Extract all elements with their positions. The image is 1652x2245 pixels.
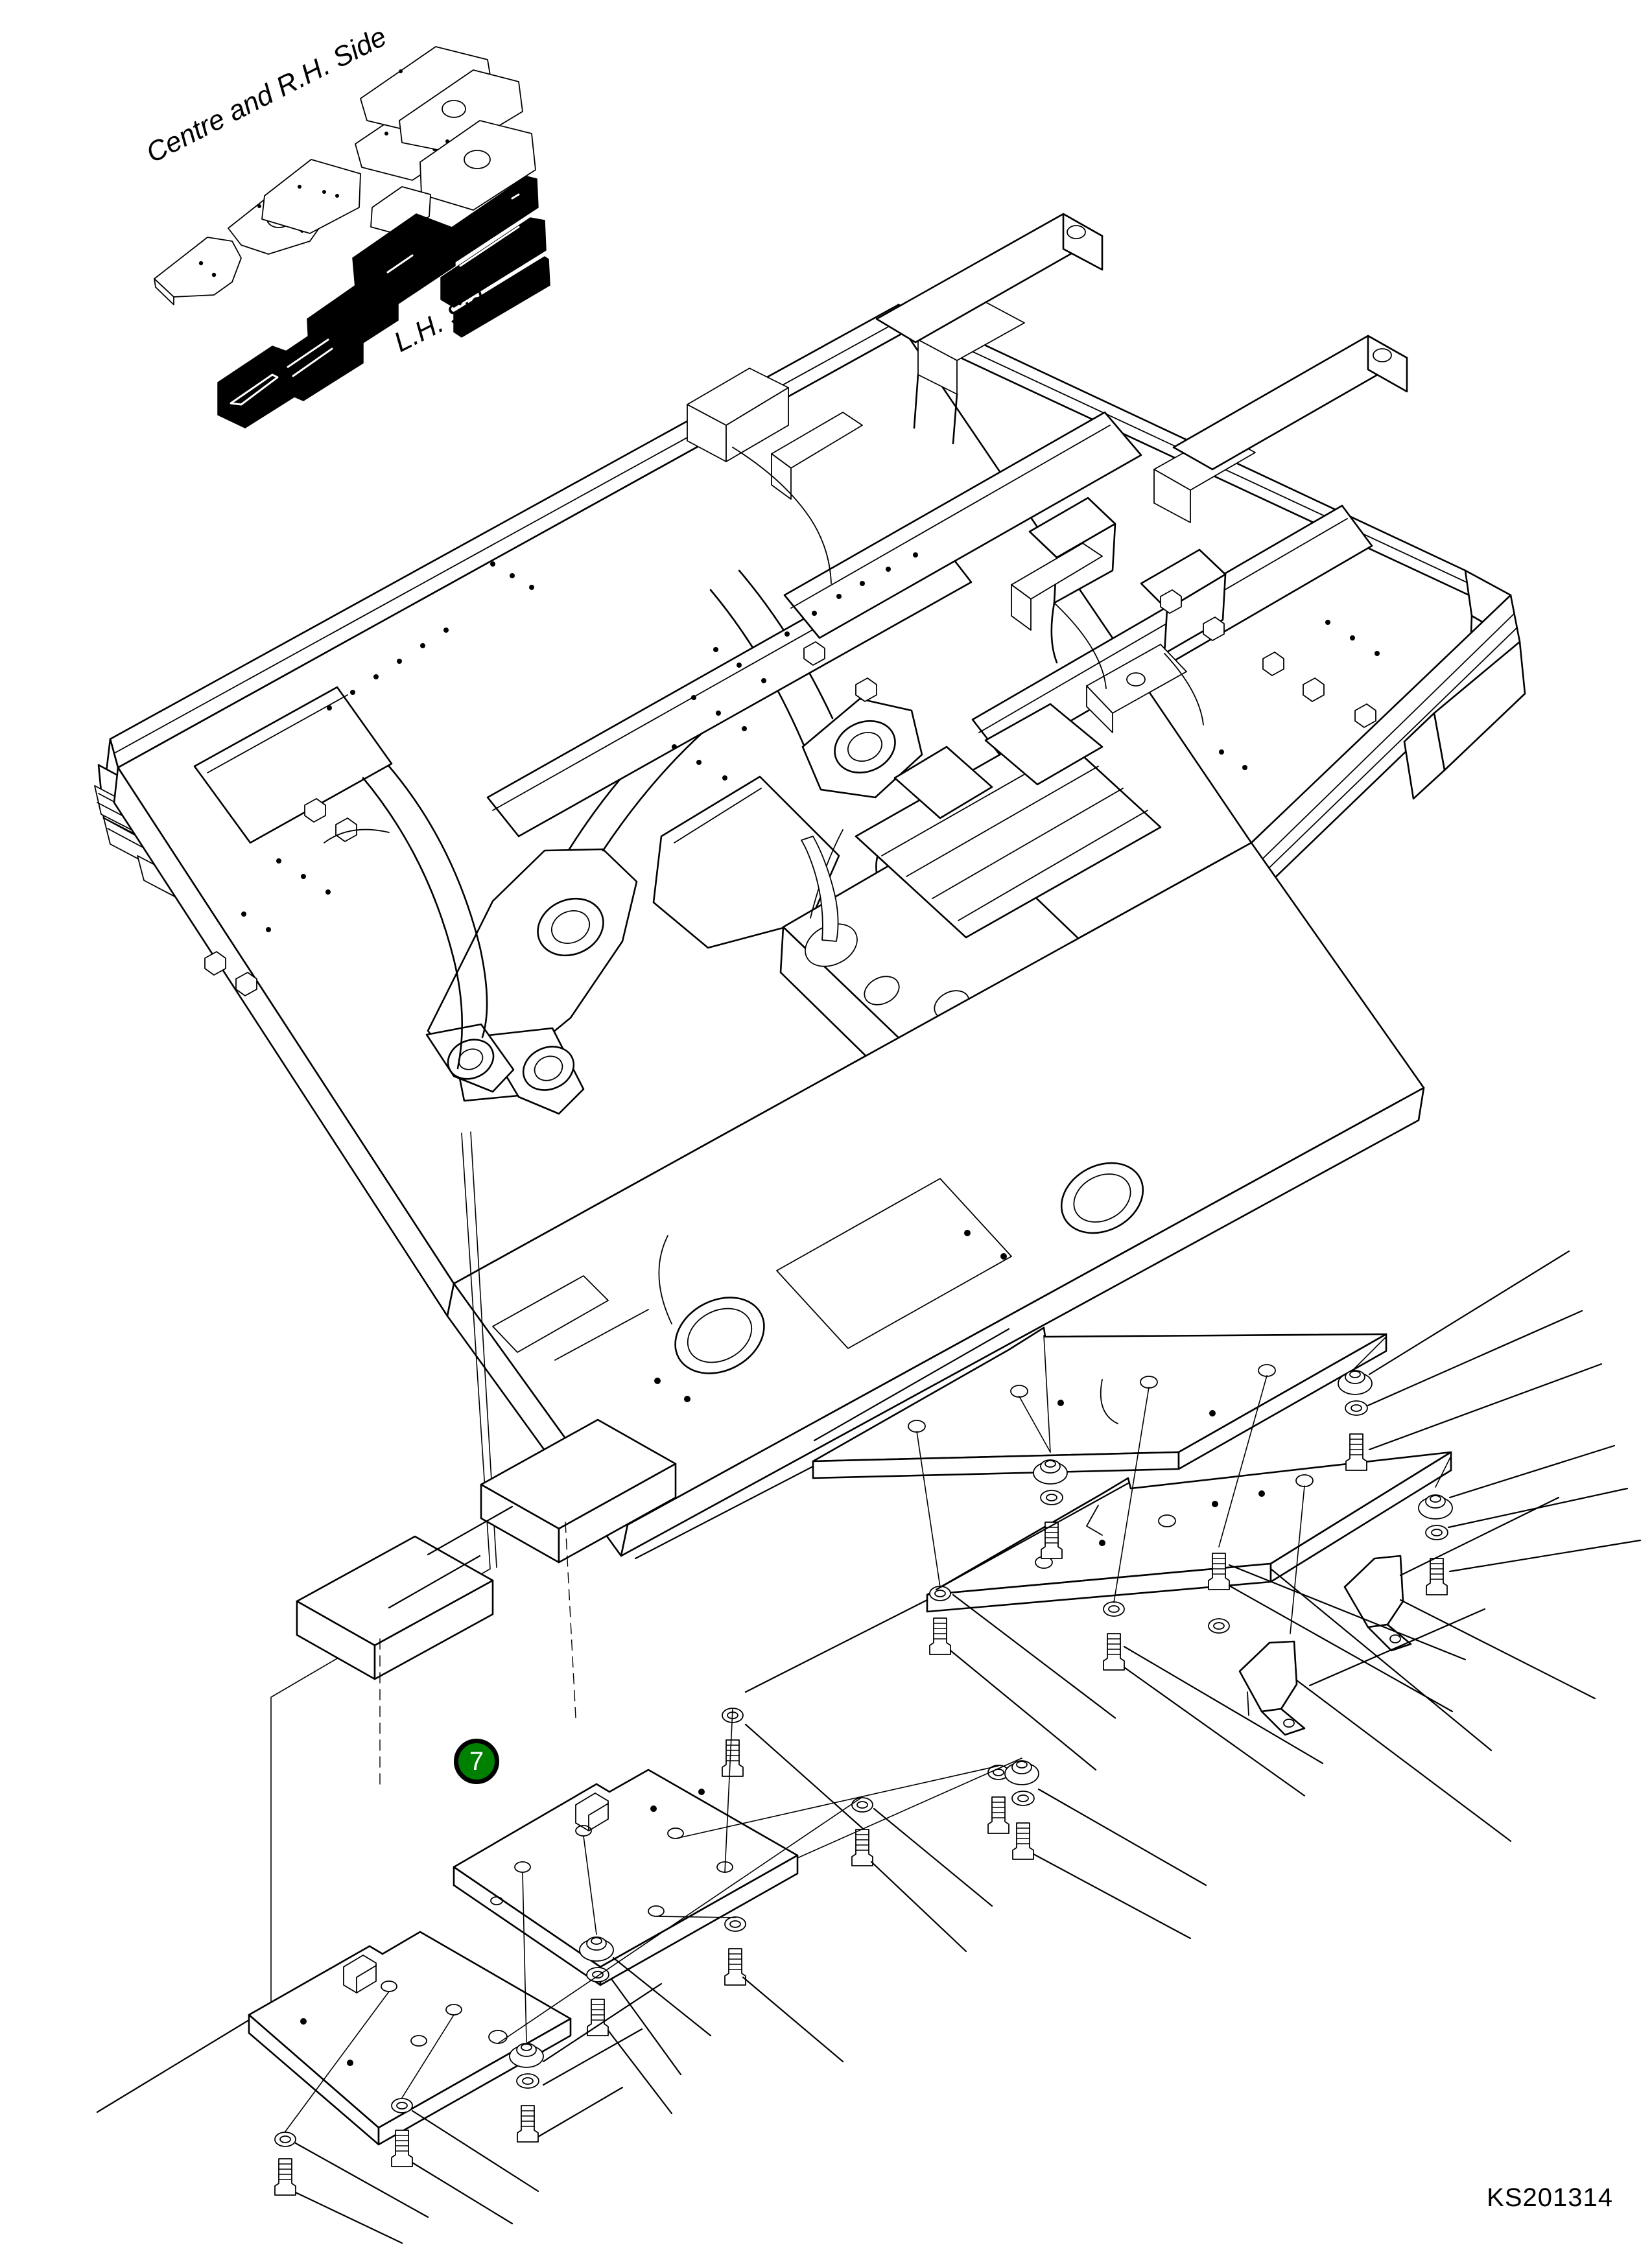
fastener-stack xyxy=(987,1765,1009,1834)
panel-group-centre-rh xyxy=(154,46,536,305)
insulation-pad-block-2 xyxy=(480,1418,677,1719)
floor-plate-exploded-assembly-view xyxy=(96,1250,1642,2244)
fastener-stack xyxy=(724,1916,746,1986)
floor-plate-centre xyxy=(453,1769,799,1986)
insulation-pad-block-1 xyxy=(296,1535,494,1787)
mounting-bracket-upper xyxy=(1343,1555,1412,1652)
fastener-stack xyxy=(851,1797,873,1866)
callout-marker-7[interactable]: 7 xyxy=(454,1739,499,1784)
insulation-panel-detail-view xyxy=(154,46,550,429)
fastener-stack xyxy=(579,1936,614,2036)
projection-lines xyxy=(285,1335,1452,2132)
fastener-stack xyxy=(1208,1553,1230,1634)
fastener-stack xyxy=(509,2043,544,2143)
fastener-stack xyxy=(1103,1601,1125,1671)
cover-plate-right-upper xyxy=(812,1326,1387,1479)
main-frame-assembly-view xyxy=(94,213,1526,1557)
fastener-stack xyxy=(274,2132,296,2196)
fastener-stack-group xyxy=(274,1370,1453,2196)
panel-group-lh xyxy=(217,176,550,429)
deck-hole-pattern xyxy=(241,552,1380,932)
fastener-stack xyxy=(1338,1370,1373,1471)
cover-plate-right-lower xyxy=(926,1451,1452,1613)
fastener-stack xyxy=(1033,1459,1068,1559)
fastener-stack xyxy=(391,2098,413,2167)
leader-lines xyxy=(96,1250,1642,2244)
drawing-number: KS201314 xyxy=(1487,2183,1613,2212)
fastener-stack xyxy=(1004,1760,1039,1860)
fastener-stack xyxy=(929,1586,951,1655)
mounting-bracket-lower xyxy=(1238,1640,1306,1736)
deck-bolt-bosses xyxy=(204,589,1376,996)
fastener-stack xyxy=(1418,1494,1453,1595)
